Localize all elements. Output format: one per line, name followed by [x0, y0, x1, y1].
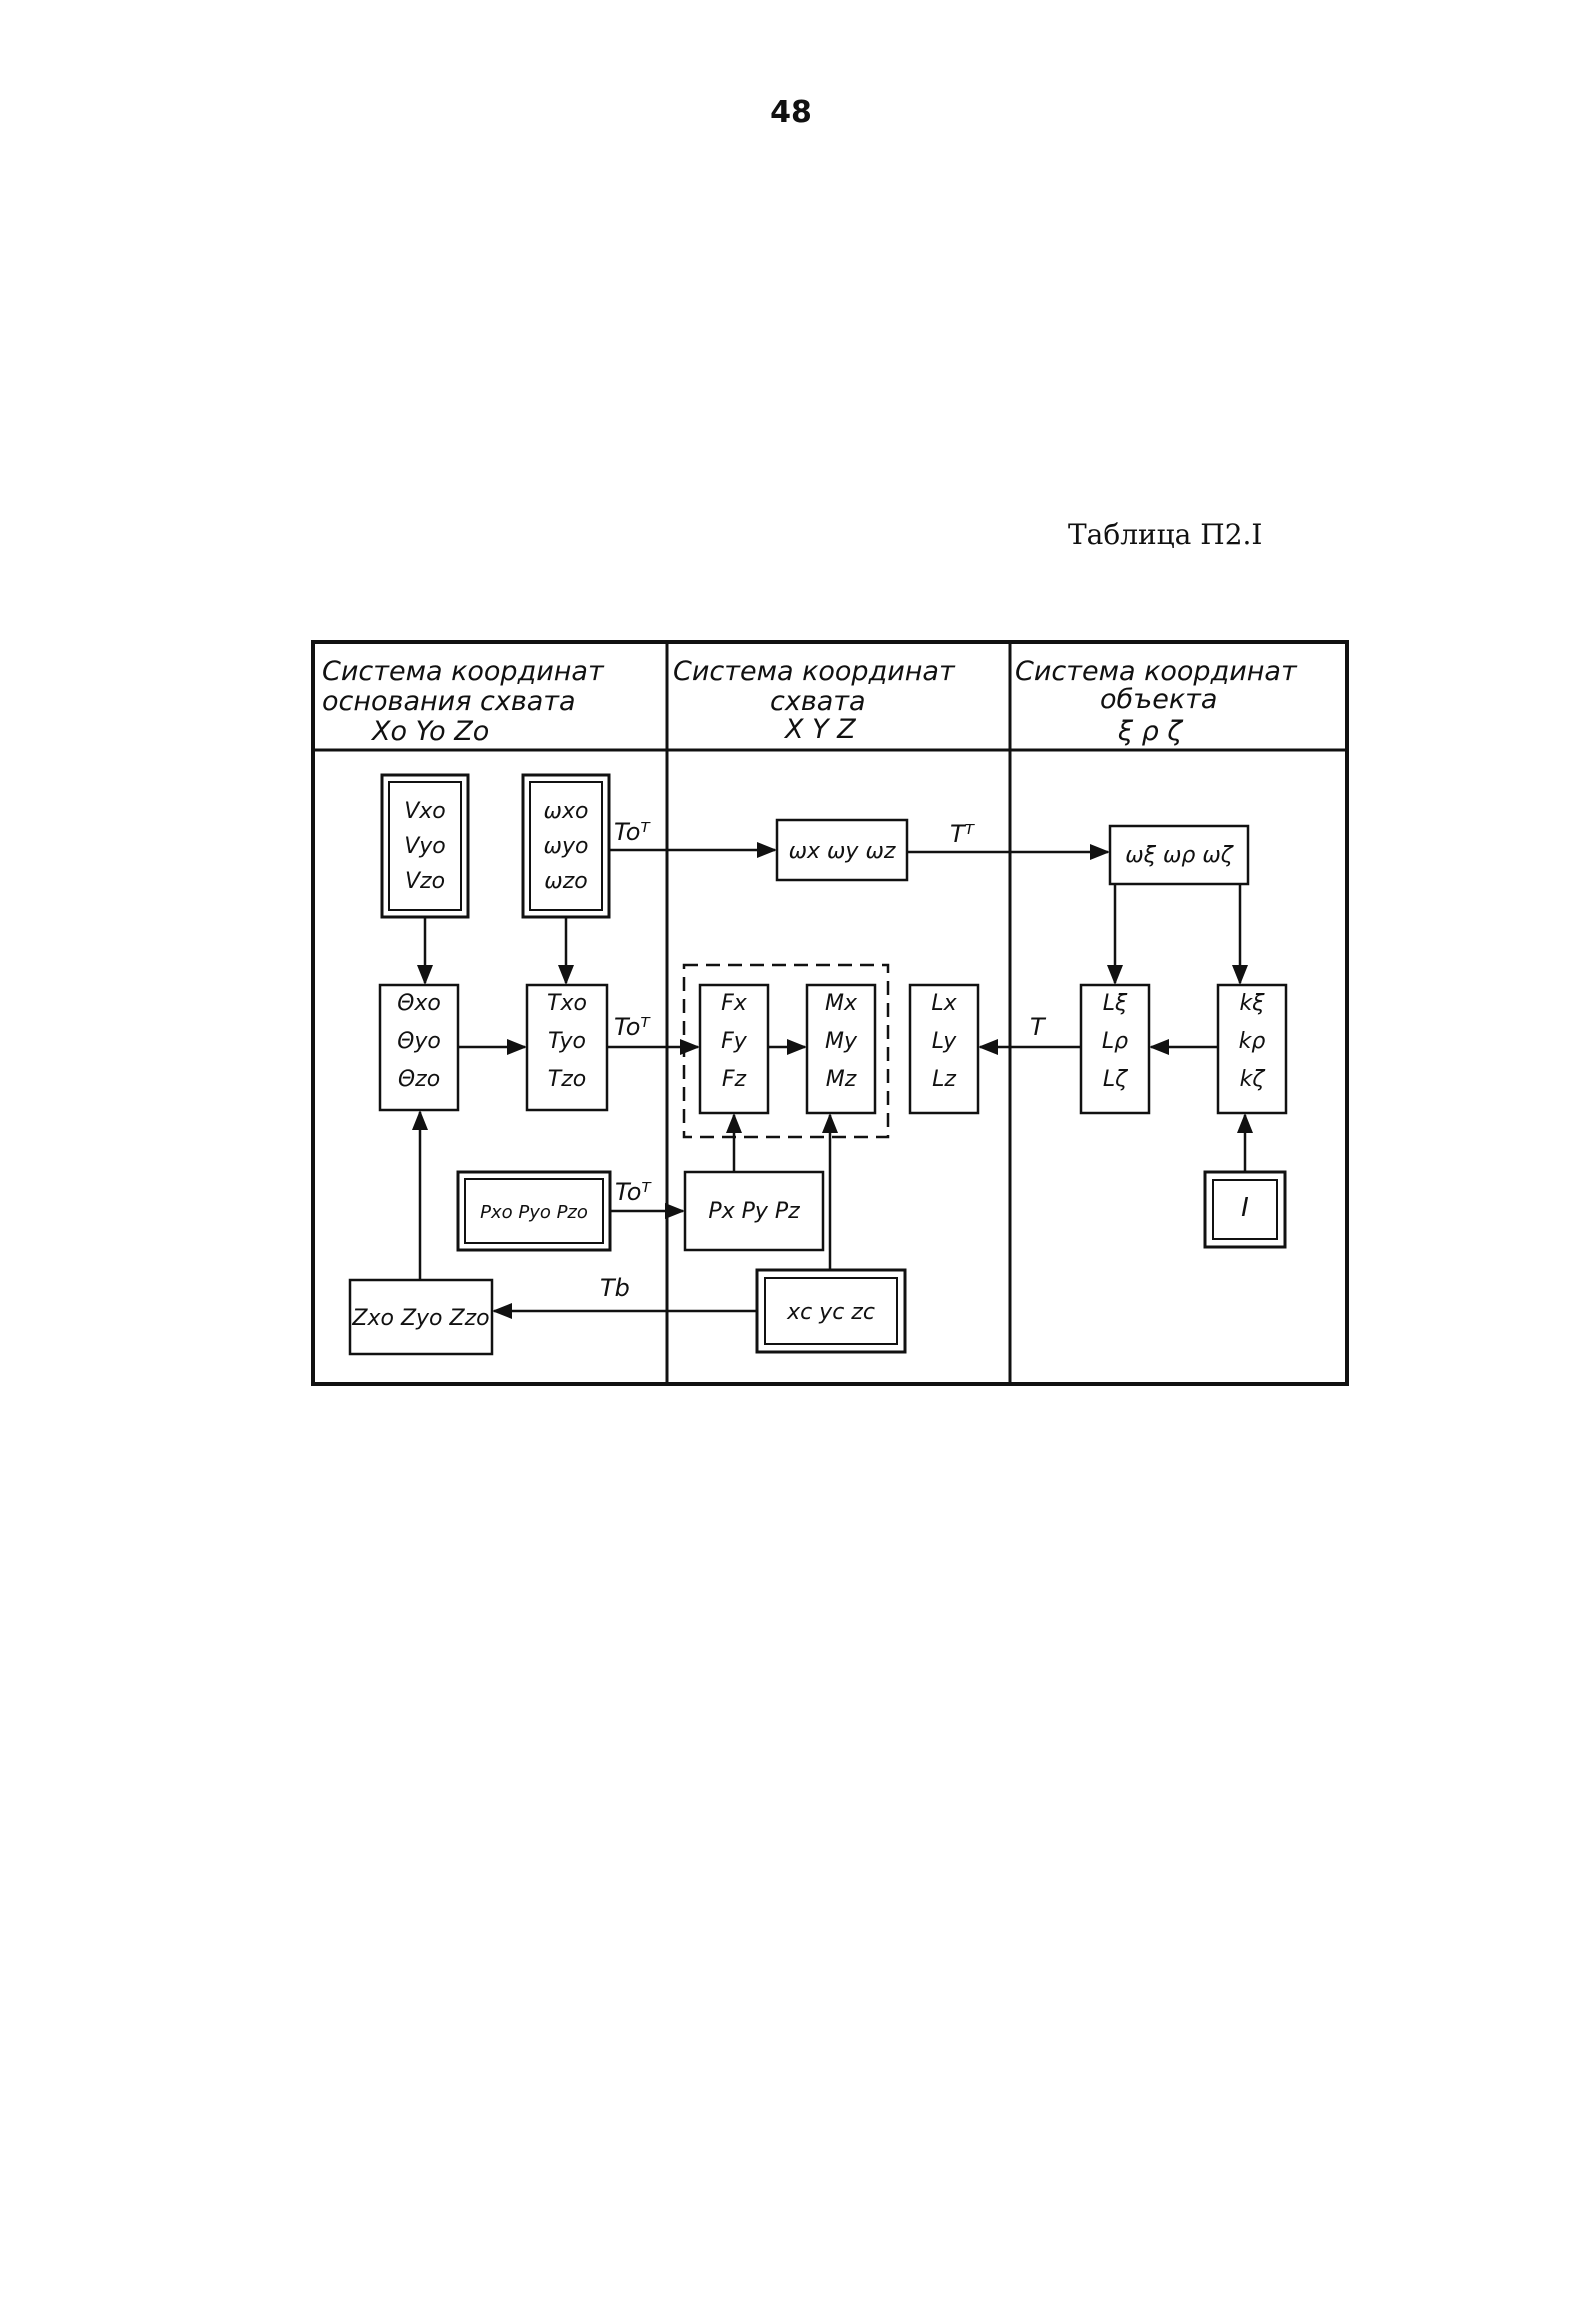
wobj-block	[1108, 824, 1250, 886]
v0-line2: Vyo	[404, 834, 446, 859]
pxyz-text: Px Py Pz	[708, 1199, 800, 1224]
f-line3: Fz	[722, 1067, 747, 1092]
wobj-text: ωξ ωρ ωζ	[1125, 843, 1233, 868]
w0-line2: ωyo	[544, 834, 589, 859]
f-line2: Fy	[721, 1029, 748, 1054]
m-line1: Mx	[825, 991, 858, 1016]
l-line1: Lx	[931, 991, 957, 1016]
col3-header-line1: Система координат	[1015, 656, 1298, 687]
m-line2: My	[825, 1029, 858, 1054]
t0-line3: Tzo	[548, 1067, 586, 1092]
t0-line2: Tyo	[548, 1029, 586, 1054]
col1-header-line1: Система координат	[322, 656, 605, 687]
inertia-text: I	[1241, 1193, 1249, 1223]
label-t-top: Tᵀ	[950, 820, 976, 848]
wxyz-block	[775, 818, 909, 882]
l-line2: Ly	[932, 1029, 957, 1054]
label-tb: Tb	[600, 1274, 630, 1302]
theta0-line1: Θxo	[397, 991, 441, 1016]
table-frame	[311, 640, 1349, 1386]
kobj-line2: kρ	[1239, 1029, 1266, 1054]
w0-line3: ωzo	[544, 869, 587, 894]
t0-line1: Txo	[547, 991, 587, 1016]
xyzc-block-inner	[764, 1277, 898, 1345]
f-line1: Fx	[721, 991, 748, 1016]
v0-line1: Vxo	[404, 799, 446, 824]
w0-line1: ωxo	[544, 799, 589, 824]
fm-dashed-group	[682, 963, 890, 1139]
m-block	[805, 983, 877, 1115]
label-to-top: Toᵀ	[614, 818, 651, 846]
wxyz-text: ωx ωy ωz	[789, 839, 896, 864]
inertia-block-inner	[1212, 1179, 1278, 1240]
col1-header-line3: Xo Yo Zo	[370, 716, 489, 747]
xyzc-text: xc yc zc	[786, 1300, 875, 1325]
label-to-p: Toᵀ	[615, 1178, 652, 1206]
theta0-line3: Θzo	[398, 1067, 440, 1092]
page-number: 48	[770, 95, 812, 130]
col2-header-line3: X Y Z	[783, 714, 856, 745]
col2-header-line1: Система координат	[673, 656, 956, 687]
w0-block-inner	[529, 781, 603, 911]
v0-line3: Vzo	[405, 869, 445, 894]
p0-block-inner	[464, 1178, 604, 1244]
lobj-line1: Lξ	[1103, 991, 1128, 1016]
theta0-line2: Θyo	[397, 1029, 441, 1054]
col3-header-line3: ξ ρ ζ	[1117, 716, 1183, 747]
table-caption: Таблица П2.I	[1068, 518, 1263, 551]
l-line3: Lz	[932, 1067, 956, 1092]
col2-header-line2: схвата	[770, 686, 866, 717]
label-t-mid: T	[1030, 1013, 1047, 1041]
lobj-line3: Lζ	[1103, 1067, 1128, 1092]
kobj-line1: kξ	[1239, 991, 1265, 1016]
v0-block-inner	[388, 781, 462, 911]
pxyz-block	[683, 1170, 825, 1252]
col1-header-line2: основания схвата	[322, 686, 576, 717]
col3-header-line2: объекта	[1100, 684, 1217, 715]
kobj-line3: kζ	[1240, 1067, 1266, 1092]
m-line3: Mz	[826, 1067, 857, 1092]
z0-text: Zxo Zyo Zzo	[351, 1306, 489, 1331]
lobj-line2: Lρ	[1102, 1029, 1128, 1054]
label-to-mid: Toᵀ	[614, 1013, 651, 1041]
p0-text: Pxo Pyo Pzo	[480, 1202, 588, 1223]
